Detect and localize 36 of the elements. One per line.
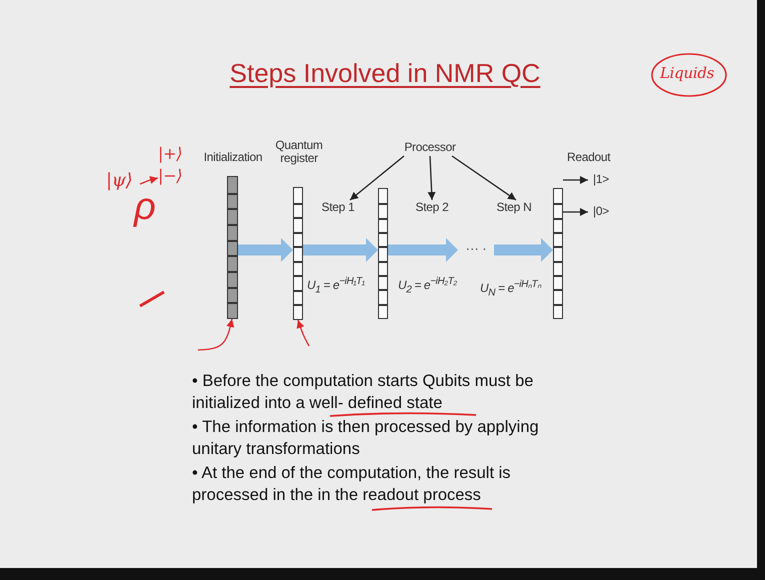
step-label: |1> (592, 172, 610, 186)
register-heading: Readout (567, 151, 612, 164)
unitary-formula: U$_{1}$ = e$^{−iH₁T₁}$ (307, 276, 365, 296)
handwritten-note: Liquids (660, 64, 714, 82)
title: Steps Involved in NMR QC (228, 58, 542, 89)
block-arrow (494, 238, 553, 262)
arrow (350, 156, 404, 200)
arrow (563, 208, 588, 216)
handwritten-ket: |+⟩ (158, 144, 182, 163)
block-arrow (238, 238, 293, 262)
register-heading: Initialization (202, 151, 264, 164)
block-arrow (303, 238, 378, 262)
handwritten-arrow (140, 176, 158, 185)
handwritten-arrow (198, 318, 234, 351)
block-arrow (388, 238, 458, 262)
bullet-text: • The information is then processed by applying unitary transformations (192, 417, 540, 460)
step-label: Step 1 (320, 200, 356, 214)
step-label: Processor (403, 140, 457, 154)
ellipsis: ··· · (464, 240, 488, 256)
handwritten-arrow (296, 320, 310, 346)
register-heading: Quantum register (274, 139, 324, 165)
step-label: Step N (496, 200, 532, 214)
step-label: Step 2 (414, 200, 450, 214)
qubit-register-bar (378, 188, 388, 319)
handwritten-ket: |ψ⟩ (106, 170, 132, 191)
bullet-text: • Before the computation starts Qubits must be initialized into a well- defined state (192, 371, 534, 414)
unitary-formula: U$_{2}$ = e$^{−iH₂T₂}$ (398, 276, 457, 296)
handwritten-symbol: ρ (134, 188, 156, 226)
arrow (452, 155, 516, 201)
step-label: |0> (592, 204, 610, 218)
bullet-text: • At the end of the computation, the result is processed in the in the readout process (192, 463, 512, 506)
arrow (563, 176, 588, 184)
arrow (428, 156, 436, 200)
unitary-formula: U$_{N}$ = e$^{−iHₙTₙ}$ (480, 278, 541, 298)
circled-note (650, 52, 728, 98)
handwritten-ket: |−⟩ (158, 166, 182, 185)
